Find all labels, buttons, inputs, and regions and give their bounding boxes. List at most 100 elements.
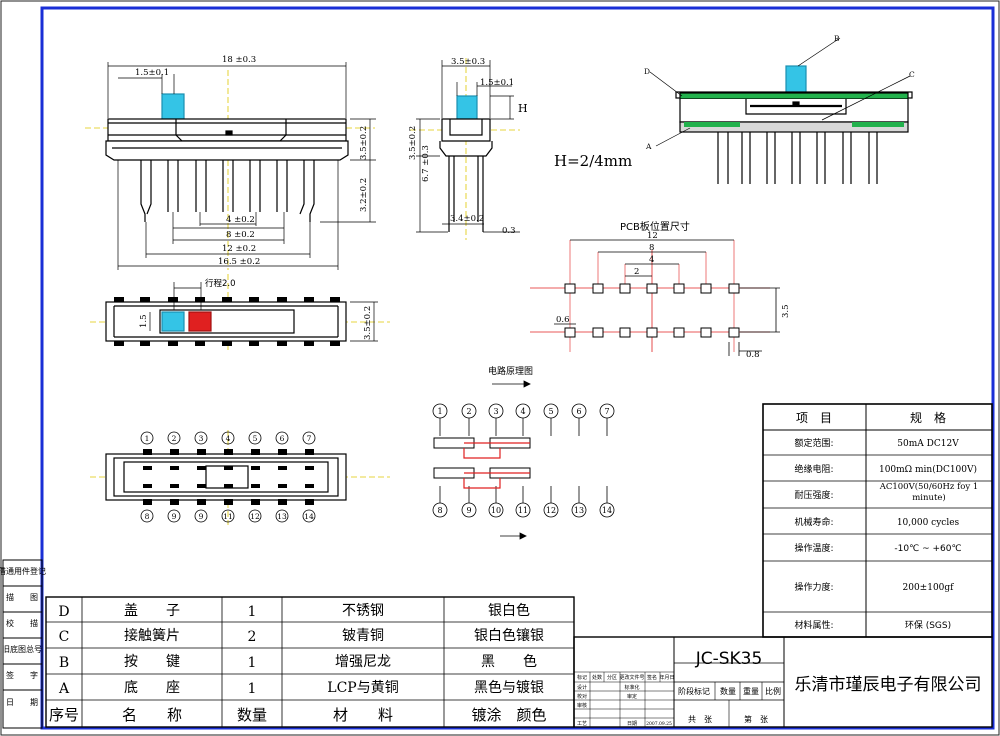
side-strip-3: 旧底图总号 bbox=[2, 644, 42, 654]
plan-slider-pos-2 bbox=[188, 311, 212, 332]
plan-dim-1-5: 1.5 bbox=[139, 314, 149, 328]
model-number: JC-SK35 bbox=[695, 649, 763, 669]
bom-table bbox=[45, 596, 575, 728]
rev-row-0: 设计 bbox=[577, 684, 587, 691]
bom-qty-1: 2 bbox=[248, 629, 257, 645]
dim-16-5: 16.5 ±0.2 bbox=[218, 257, 260, 267]
rev-h-4: 签名 bbox=[647, 674, 657, 681]
circuit-pin-top-0: 1 bbox=[437, 407, 442, 416]
circuit-title: 电路原理图 bbox=[488, 365, 533, 377]
circuit-diagram bbox=[432, 380, 615, 540]
spec-item-2: 耐压强度: bbox=[794, 489, 833, 501]
dim-3-5-right: 3.5±0.2 bbox=[359, 126, 369, 160]
bom-no-0: D bbox=[58, 604, 69, 620]
spec-item-6: 材料属性: bbox=[794, 619, 833, 631]
spec-value-1: 100mΩ min(DC100V) bbox=[879, 464, 977, 475]
drawing-frame bbox=[40, 6, 995, 730]
bottom-view-pin-labels: 1 2 3 4 5 6 7 8 9 9 11 12 13 14 bbox=[140, 431, 316, 523]
dim-18: 18 ±0.3 bbox=[222, 55, 256, 65]
sheets-total: 共 张 bbox=[688, 715, 712, 724]
spec-header-item: 项 目 bbox=[796, 411, 832, 425]
bom-material-1: 铍青铜 bbox=[342, 628, 384, 644]
spec-item-5: 操作力度: bbox=[794, 581, 833, 593]
bom-name-2: 按 键 bbox=[124, 654, 180, 670]
spec-value-4: -10℃ ~ +60℃ bbox=[894, 544, 961, 554]
section-label-c: C bbox=[909, 70, 915, 79]
side-strip-4: 签 字 bbox=[6, 670, 38, 680]
title-block bbox=[573, 636, 993, 728]
bom-finish-2: 黑 色 bbox=[481, 653, 537, 670]
bv-pin-bottom-3: 11 bbox=[223, 512, 233, 521]
sign-label-0: 标准化 bbox=[624, 684, 639, 691]
side-view bbox=[410, 58, 520, 240]
circuit-pin-bottom-5: 13 bbox=[574, 506, 584, 515]
circuit-pin-top-5: 6 bbox=[576, 407, 581, 416]
side-strip-0: 借通用件登记 bbox=[0, 566, 46, 576]
circuit-pin-bottom-3: 11 bbox=[518, 506, 528, 515]
dim-8: 8 ±0.2 bbox=[226, 230, 255, 240]
spec-value-0: 50mA DC12V bbox=[897, 439, 959, 449]
side-dim-3-5-left: 3.5±0.2 bbox=[408, 126, 418, 160]
plan-view bbox=[90, 274, 390, 350]
scale-label: 比例 bbox=[765, 686, 781, 696]
circuit-pin-bottom-4: 12 bbox=[546, 506, 556, 515]
bv-pin-bottom-0: 8 bbox=[145, 512, 150, 521]
bom-header-qty: 数量 bbox=[237, 706, 267, 724]
side-dim-h: H bbox=[518, 102, 528, 115]
quantity-label: 数量 bbox=[720, 686, 736, 696]
pcb-dim-4: 4 bbox=[649, 255, 654, 265]
bottom-view bbox=[90, 430, 390, 525]
bom-material-3: LCP与黄铜 bbox=[327, 679, 398, 696]
side-dim-3-5: 3.5±0.3 bbox=[451, 57, 485, 67]
side-dim-3-4: 3.4±0.2 bbox=[450, 214, 484, 224]
side-strip-1: 描 图 bbox=[6, 592, 38, 602]
circuit-pin-top-1: 2 bbox=[466, 407, 471, 416]
bom-qty-3: 1 bbox=[248, 681, 257, 697]
rev-row-1: 校对 bbox=[577, 693, 587, 700]
pcb-dim-0-8: 0.8 bbox=[746, 350, 760, 360]
sign-label-1: 审定 bbox=[627, 693, 637, 700]
bv-pin-top-4: 5 bbox=[253, 434, 258, 443]
bv-pin-top-3: 4 bbox=[226, 434, 231, 443]
bom-material-0: 不锈钢 bbox=[342, 603, 384, 619]
bom-finish-0: 银白色 bbox=[488, 602, 530, 619]
circuit-pin-bottom-2: 10 bbox=[491, 506, 501, 515]
rev-row-3: 工艺 bbox=[577, 721, 587, 727]
spec-value-6: 环保 (SGS) bbox=[905, 619, 951, 631]
bv-pin-bottom-1: 9 bbox=[172, 512, 177, 521]
spec-item-1: 绝缘电阻: bbox=[794, 463, 833, 475]
bv-pin-bottom-4: 12 bbox=[250, 512, 260, 521]
side-dim-0-3: 0.3 bbox=[502, 226, 516, 236]
pcb-dim-0-6: 0.6 bbox=[556, 315, 570, 325]
pcb-layout bbox=[530, 239, 780, 356]
rev-h-5: 年月日 bbox=[659, 674, 674, 681]
actuator-knob bbox=[161, 93, 185, 120]
spec-item-3: 机械寿命: bbox=[794, 516, 833, 528]
bv-pin-top-5: 6 bbox=[280, 434, 285, 443]
bom-header-no: 序号 bbox=[49, 706, 79, 724]
bv-pin-bottom-6: 14 bbox=[304, 512, 314, 521]
travel-label: 行程2.0 bbox=[205, 278, 236, 289]
side-strip-5: 日 期 bbox=[6, 698, 38, 707]
date-value: 2007.09.25 bbox=[646, 721, 672, 727]
weight-label: 重量 bbox=[743, 686, 759, 696]
spec-header-spec: 规 格 bbox=[910, 410, 946, 425]
bv-pin-top-2: 3 bbox=[199, 434, 204, 443]
bom-no-2: B bbox=[59, 655, 69, 671]
dim-4: 4 ±0.2 bbox=[226, 215, 255, 225]
spec-value-2-box: AC100V(50/60Hz foy 1 minute) bbox=[880, 482, 979, 503]
h-note: H=2/4mm bbox=[554, 152, 632, 170]
dim-3-2-right: 3.2±0.2 bbox=[359, 178, 369, 212]
section-actuator bbox=[785, 65, 807, 95]
sheet-number: 第 张 bbox=[744, 714, 768, 724]
pcb-dim-2: 2 bbox=[634, 267, 639, 277]
section-label-d: D bbox=[644, 67, 650, 76]
bom-material-2: 增强尼龙 bbox=[335, 654, 391, 670]
side-strip: 借通用件登记 描 图 校 描 旧底图总号 签 字 日 期 bbox=[0, 559, 46, 729]
side-actuator-knob bbox=[456, 95, 478, 122]
sign-label-2: 日期 bbox=[627, 721, 637, 727]
front-view bbox=[85, 62, 376, 270]
bv-pin-top-1: 2 bbox=[172, 434, 177, 443]
